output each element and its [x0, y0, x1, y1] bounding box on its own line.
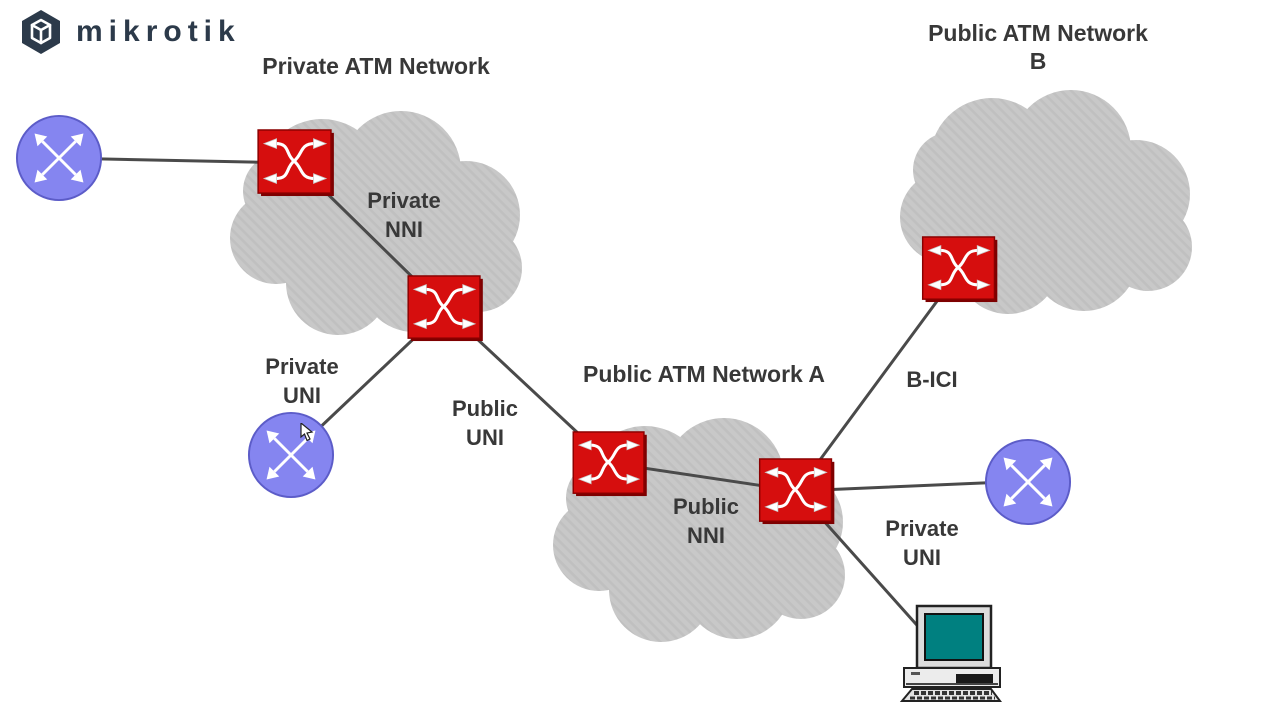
- diagonal-arrows-endpoint-icon: [15, 114, 103, 202]
- link-label-private-uni-right: Private UNI: [885, 516, 959, 570]
- connector-lines: [56, 156, 1030, 644]
- diagonal-arrows-endpoint-icon: [247, 411, 335, 499]
- atm-switch-3: [571, 431, 649, 497]
- mouse-pointer-icon: [300, 423, 316, 441]
- crossed-arrows-switch-icon: [257, 129, 334, 197]
- link-b-ici: [795, 268, 962, 493]
- link-label-public-nni: Public NNI: [672, 494, 740, 548]
- mikrotik-logo-text: mikrotik: [76, 15, 241, 48]
- link-label-private-nni: Private NNI: [367, 188, 441, 242]
- mikrotik-cube-icon: [22, 10, 60, 54]
- crossed-arrows-switch-icon: [758, 458, 835, 525]
- atm-switch-2: [407, 275, 484, 342]
- desktop-computer-icon: [899, 604, 1002, 702]
- endpoint-3: [984, 438, 1072, 526]
- title-public-atm-network-b: Public ATM Network B: [928, 20, 1148, 74]
- mikrotik-logo: mikrotik: [18, 8, 241, 56]
- endpoint-1: [15, 114, 103, 202]
- title-public-atm-network-a: Public ATM Network A: [583, 361, 825, 387]
- title-private-atm-network: Private ATM Network: [262, 53, 490, 79]
- atm-switch-1: [257, 129, 335, 197]
- crossed-arrows-switch-icon: [407, 275, 483, 342]
- endpoint-2: [247, 411, 335, 499]
- atm-switch-4: [757, 458, 837, 525]
- link-label-b-ici: B-ICI: [906, 367, 958, 392]
- crossed-arrows-switch-icon: [921, 236, 998, 303]
- link-label-private-uni-left: Private UNI: [265, 354, 339, 408]
- diagonal-arrows-endpoint-icon: [984, 438, 1072, 526]
- atm-switch-5: [921, 236, 999, 303]
- link-label-public-uni: Public UNI: [451, 396, 519, 450]
- computer-workstation: [896, 600, 1006, 704]
- crossed-arrows-switch-icon: [572, 431, 647, 497]
